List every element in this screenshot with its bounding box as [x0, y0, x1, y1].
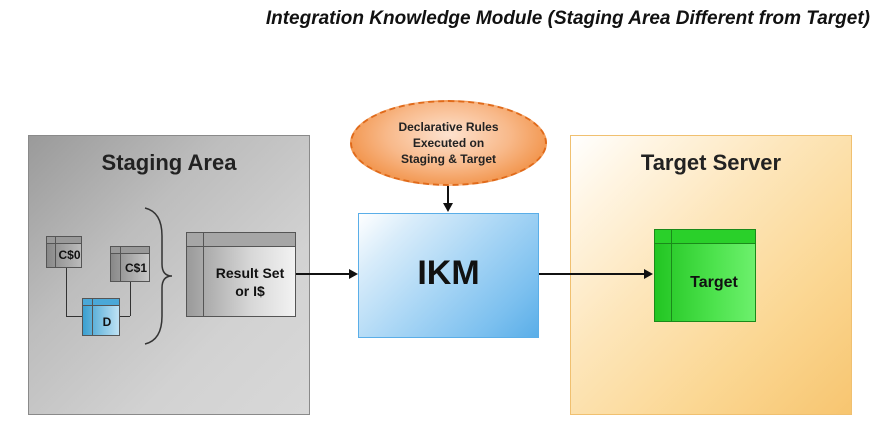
diagram-title: Integration Knowledge Module (Staging Ar…: [265, 8, 870, 29]
c1-label: C$1: [124, 261, 147, 275]
c0-table: C$0: [46, 236, 82, 268]
ikm-label: IKM: [417, 254, 480, 292]
arrow-ikm-to-target: [539, 273, 645, 275]
c0-label: C$0: [58, 248, 81, 262]
target-table: Target: [654, 229, 756, 322]
target-server-label: Target Server: [640, 150, 782, 175]
arrowhead-down-icon: [443, 203, 453, 212]
target-table-label: Target: [690, 274, 738, 291]
arrowhead-right-icon: [644, 269, 653, 279]
d-table: D: [82, 298, 120, 336]
result-set-label-line1: Result Set: [215, 265, 285, 281]
c1-table: C$1: [110, 246, 150, 282]
rules-line-2: Executed on: [412, 136, 485, 150]
result-set-table: Result Set or I$: [186, 232, 296, 317]
result-set-label-line2: or I$: [235, 283, 265, 299]
arrow-rules-to-ikm: [447, 186, 449, 204]
arrowhead-right-icon: [349, 269, 358, 279]
rules-line-1: Declarative Rules: [398, 120, 499, 134]
arrow-result-to-ikm: [296, 273, 350, 275]
declarative-rules-oval: Declarative Rules Executed on Staging & …: [350, 100, 547, 186]
ikm-box: IKM: [358, 213, 539, 338]
staging-area-label: Staging Area: [101, 150, 237, 175]
d-label: D: [102, 315, 112, 329]
rules-line-3: Staging & Target: [400, 152, 497, 166]
grouping-brace: [144, 207, 173, 345]
